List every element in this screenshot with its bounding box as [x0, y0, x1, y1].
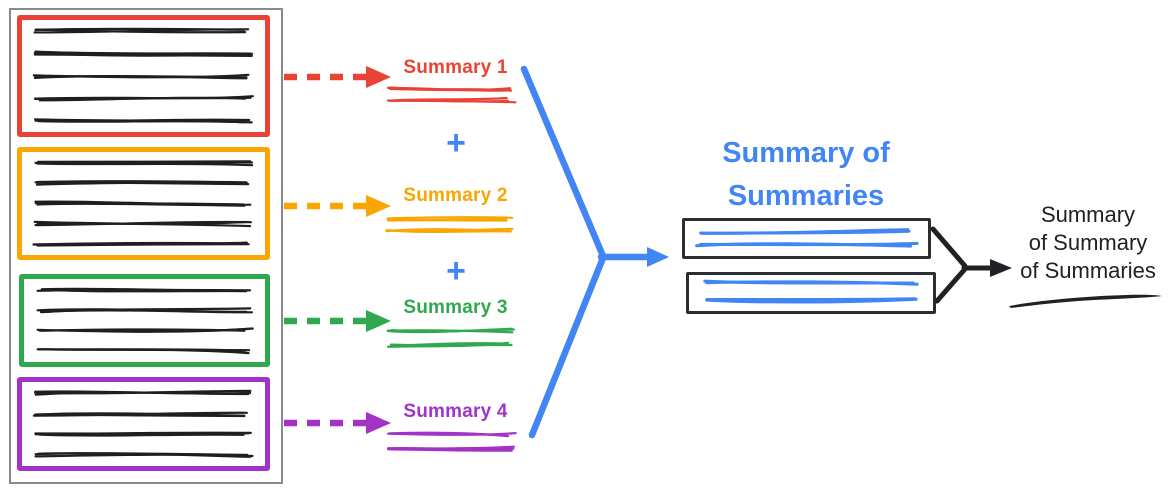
dashed-arrow-3-head	[366, 310, 391, 332]
plus-icon-1: +	[446, 124, 466, 162]
summary-2-scribble	[386, 229, 512, 234]
summary-1-scribble	[388, 99, 509, 103]
final-title-line-1: Summary	[1040, 202, 1136, 227]
final-title-line-3: of Summaries	[1020, 258, 1156, 283]
sos-title-line-1: Summary of	[722, 137, 890, 169]
summary-4-scribble	[387, 432, 517, 436]
summary-1-scribble	[390, 96, 508, 102]
summary-3-label: Summary 3	[403, 297, 508, 318]
summary-1-scribble	[386, 86, 512, 92]
summary-of-summaries-box-2	[686, 272, 936, 314]
document-section-1	[17, 15, 270, 137]
summary-3-scribble	[387, 342, 508, 348]
summary-2-scribble	[385, 227, 514, 233]
sos-title-line-2: Summaries	[727, 180, 885, 212]
summary-3-scribble	[387, 327, 513, 334]
summary-2-scribble	[386, 217, 508, 222]
summary-2-label: Summary 2	[403, 185, 508, 206]
summary-4-label: Summary 4	[403, 401, 508, 422]
document-section-3	[19, 274, 270, 367]
summary-4-scribble	[387, 446, 515, 451]
plus-icon-2: +	[446, 252, 466, 290]
summary-1-scribble	[389, 87, 512, 92]
document-section-4	[17, 377, 270, 471]
final-summary-scribble	[1009, 294, 1162, 308]
summary-3-scribble	[389, 343, 513, 347]
summary-4-scribble	[387, 448, 513, 452]
summary-2-scribble	[391, 218, 508, 222]
summary-of-summaries-box-1	[682, 218, 931, 259]
dashed-arrow-1-head	[366, 66, 391, 88]
summary-4-scribble	[387, 432, 509, 437]
summary-1-label: Summary 1	[403, 57, 508, 78]
document-section-2	[17, 147, 270, 260]
summary-1-scribble	[386, 99, 517, 104]
summary-2-scribble	[385, 228, 511, 233]
final-merge-line-bottom	[934, 266, 968, 304]
summary-2-scribble	[386, 216, 514, 220]
summary-1-scribble	[389, 86, 512, 92]
summary-4-scribble	[388, 431, 510, 438]
merge-line-top	[520, 65, 607, 260]
merge-arrow-head	[647, 247, 669, 267]
final-title-line-2: of Summary	[1028, 230, 1148, 255]
summary-3-scribble	[390, 328, 515, 333]
summary-3-scribble	[387, 341, 510, 348]
dashed-arrow-4-head	[366, 412, 391, 434]
summary-4-scribble	[390, 445, 515, 451]
merge-line-bottom	[528, 254, 607, 439]
final-merge-line-top	[930, 226, 968, 269]
summary-of-summaries-title: Summary of Summaries	[684, 132, 928, 218]
summary-3-scribble	[386, 329, 514, 334]
final-summary-title: Summary of Summary of Summaries	[1003, 201, 1170, 285]
dashed-arrow-2-head	[366, 195, 391, 217]
